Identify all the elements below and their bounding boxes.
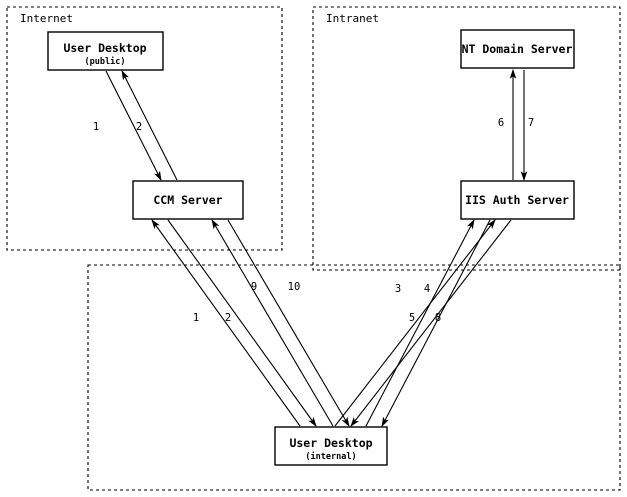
flow-arrow-flow-2-internal [167,219,317,427]
node-box-iis-auth-server [460,180,575,220]
flow-arrow-flow-10 [227,219,350,427]
step-label-group: 1 2 1 2 9 10 3 4 5 8 6 7 [93,117,534,324]
flow-step-label-flow-8: 8 [435,312,441,324]
zone-group: Internet Intranet [6,6,621,491]
node-title-user-desktop-internal: User Desktop [289,436,372,450]
flow-arrow-flow-1-public [105,70,162,181]
node-ccm-server[interactable]: CCM Server [132,180,244,220]
flow-arrow-flow-3 [365,219,475,427]
flow-step-label-flow-5: 5 [409,312,415,324]
flow-arrow-flow-5 [334,219,496,427]
flow-step-label-flow-1-internal: 1 [193,312,199,324]
node-title-user-desktop-public: User Desktop [63,41,146,55]
flow-arrow-flow-1-internal [151,219,301,427]
node-user-desktop-internal[interactable]: User Desktop(internal) [274,426,388,466]
node-box-ccm-server [132,180,244,220]
zone-boundary-internet [6,6,283,251]
flow-step-label-flow-4: 4 [424,283,430,295]
node-title-iis-auth-server: IIS Auth Server [465,193,569,207]
node-iis-auth-server[interactable]: IIS Auth Server [460,180,575,220]
node-nt-domain-server[interactable]: NT Domain Server [460,29,575,69]
zone-label-internet: Internet [20,12,73,25]
node-title-nt-domain-server: NT Domain Server [462,42,573,56]
flow-arrow-flow-4 [381,219,491,427]
node-subtitle-user-desktop-internal: (internal) [305,451,356,462]
flow-arrow-flow-8 [350,219,512,427]
flow-step-label-flow-10: 10 [288,281,301,293]
flow-arrow-flow-2-public [121,70,178,181]
flow-step-label-flow-3: 3 [395,283,401,295]
flow-step-label-flow-9: 9 [251,281,257,293]
flow-step-label-flow-2-public: 2 [136,121,142,133]
node-box-user-desktop-internal [274,426,388,466]
flow-step-label-flow-7: 7 [528,117,534,129]
zone-boundary-intranet-lower [87,264,621,491]
flow-step-label-flow-1-public: 1 [93,121,99,133]
node-title-ccm-server: CCM Server [153,193,222,207]
flow-step-label-flow-2-internal: 2 [225,312,231,324]
node-subtitle-user-desktop-public: (public) [85,56,126,67]
flow-step-label-flow-6: 6 [498,117,504,129]
zone-label-intranet: Intranet [326,12,379,25]
node-box-user-desktop-public [47,31,164,71]
node-box-nt-domain-server [460,29,575,69]
node-user-desktop-public[interactable]: User Desktop(public) [47,31,164,71]
zone-boundary-intranet [312,6,621,271]
flow-arrow-flow-9 [211,219,334,427]
flow-group [105,68,528,427]
